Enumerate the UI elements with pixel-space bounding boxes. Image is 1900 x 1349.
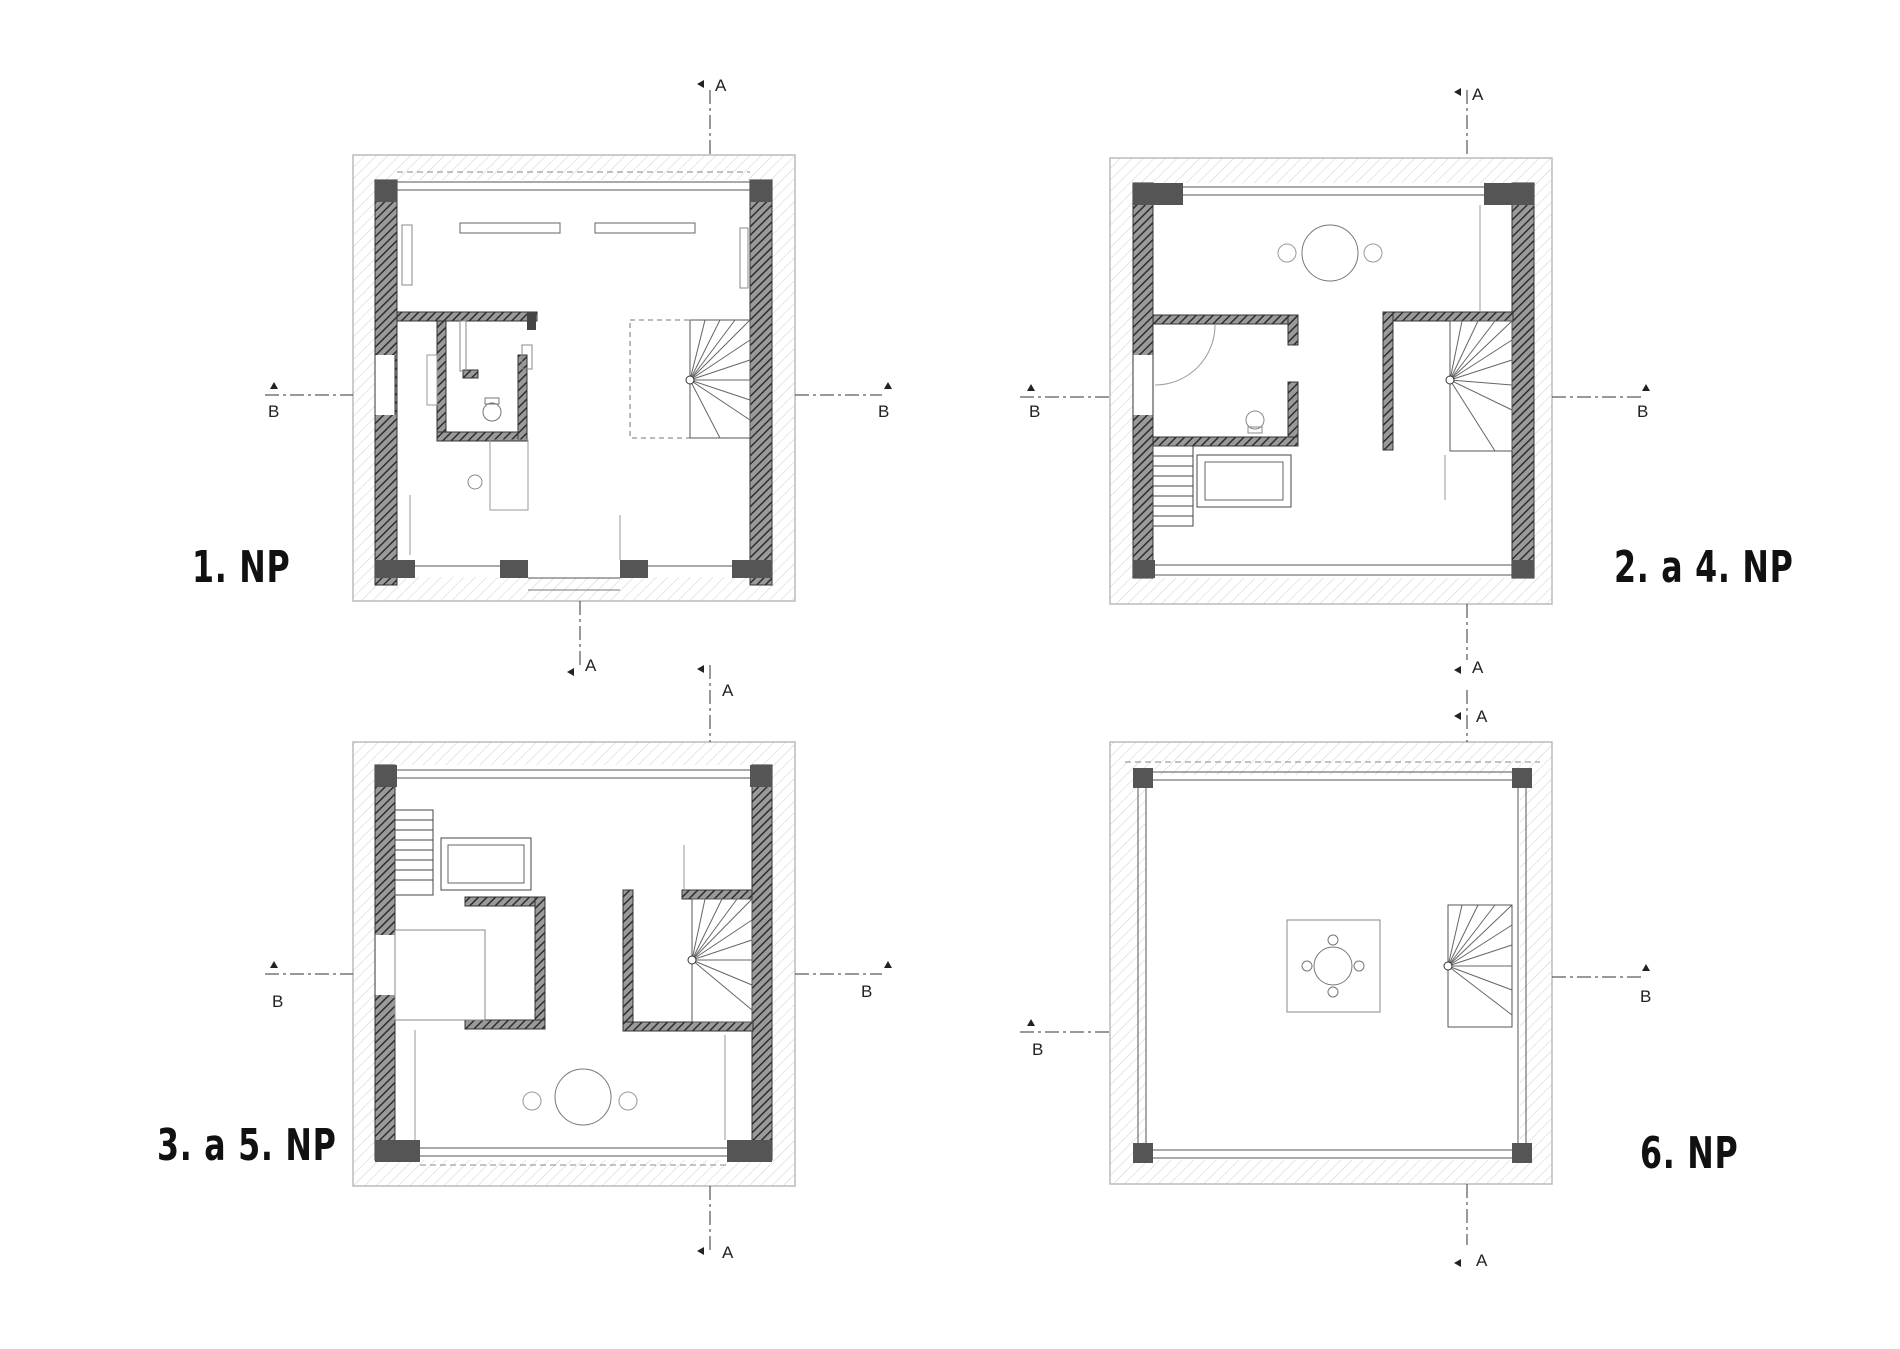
section-mark-b: B <box>272 992 284 1011</box>
section-mark-b: B <box>861 982 873 1001</box>
plan-3a5np <box>265 665 892 1255</box>
section-mark-b: B <box>1029 402 1041 421</box>
plan-label-1np: 1. NP <box>192 542 291 593</box>
section-mark-b: B <box>1640 987 1652 1006</box>
plan-6np <box>1020 690 1650 1267</box>
section-mark-a: A <box>715 76 727 95</box>
section-mark-b: B <box>1637 402 1649 421</box>
plan-2a4np <box>1020 88 1650 674</box>
section-mark-a: A <box>1472 85 1484 104</box>
section-mark-b: B <box>1032 1040 1044 1059</box>
wall-east <box>751 764 773 1161</box>
section-mark-a: A <box>1476 707 1488 726</box>
section-mark-a: A <box>585 656 597 675</box>
plan-label-6np: 6. NP <box>1640 1128 1739 1179</box>
section-mark-a: A <box>1476 1251 1488 1270</box>
plan-label-2a4np: 2. a 4. NP <box>1614 542 1794 593</box>
section-mark-b: B <box>878 402 890 421</box>
section-mark-a: A <box>722 681 734 700</box>
section-mark-b: B <box>268 402 280 421</box>
section-mark-a: A <box>722 1243 734 1262</box>
plan-1np <box>265 80 892 676</box>
wall-east <box>749 179 773 586</box>
wall-east <box>1511 182 1535 579</box>
section-mark-a: A <box>1472 658 1484 677</box>
plan-label-3a5np: 3. a 5. NP <box>157 1120 337 1171</box>
